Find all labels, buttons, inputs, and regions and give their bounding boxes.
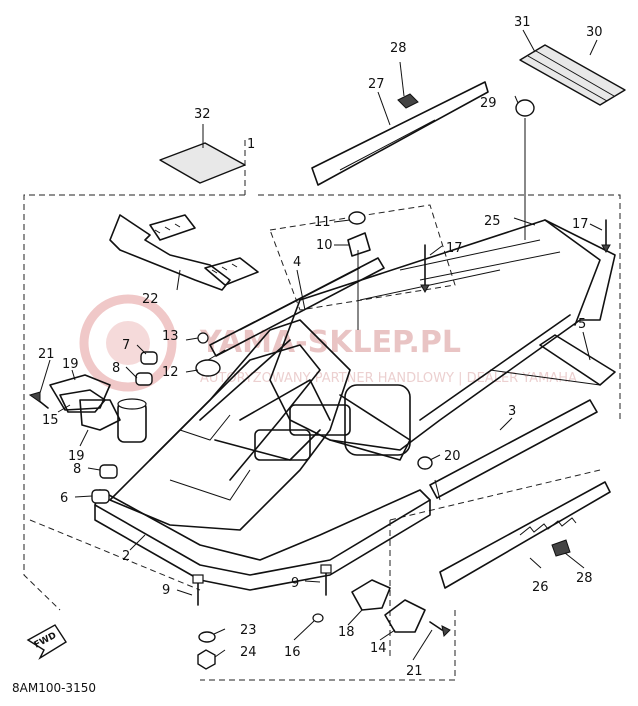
- upper-decal-strip: [311, 81, 489, 186]
- label-17-mid: 17: [446, 241, 463, 256]
- handlebar-pole: [109, 214, 259, 291]
- label-19-lower: 19: [68, 449, 85, 464]
- lower-rail: [94, 489, 431, 591]
- footrest-pads: [519, 44, 626, 106]
- bushing-upper: [140, 351, 158, 365]
- label-12: 12: [162, 365, 179, 380]
- nut-24: [197, 649, 216, 670]
- label-9-right: 9: [291, 576, 299, 591]
- nut: [197, 332, 209, 344]
- label-17-right: 17: [572, 217, 589, 232]
- label-1: 1: [247, 137, 255, 152]
- steering-mount: [49, 374, 147, 443]
- mount-plate-18: [351, 579, 391, 611]
- label-28-upper: 28: [390, 41, 407, 56]
- cap-20: [417, 456, 433, 470]
- forward-arrow: FWD: [26, 624, 67, 660]
- label-15: 15: [42, 413, 59, 428]
- bolt-21-left: [28, 391, 49, 409]
- label-3: 3: [508, 404, 516, 419]
- decal-pad: [159, 142, 246, 184]
- label-25: 25: [484, 214, 501, 229]
- clip-upper: [397, 61, 419, 109]
- bushing-6: [91, 489, 110, 504]
- bolt-21-right: [429, 621, 451, 638]
- label-29: 29: [480, 96, 497, 111]
- leader-lines: [39, 29, 603, 661]
- label-28-lower: 28: [576, 571, 593, 586]
- label-19-upper: 19: [62, 357, 79, 372]
- washer: [198, 631, 216, 643]
- pivot-mount: [195, 349, 226, 377]
- bolt-17-mid: [420, 244, 430, 294]
- label-14: 14: [370, 641, 387, 656]
- part-labels: 1 2 3 4 5 6 7 8 8 9 9 10 11 12 13 14 15 …: [38, 15, 603, 679]
- label-5: 5: [578, 317, 586, 332]
- mount-plate-14: [384, 599, 426, 633]
- upper-rail-left: [209, 257, 385, 357]
- bolt-9-left: [192, 574, 204, 606]
- label-31: 31: [514, 15, 531, 30]
- label-26: 26: [532, 580, 549, 595]
- watermark: YAMA-SKLEP.PL AUTORYZOWANY PARTNER HANDL…: [79, 294, 577, 392]
- plug-16: [312, 613, 324, 623]
- label-13: 13: [162, 329, 179, 344]
- label-4: 4: [293, 255, 301, 270]
- bolt-17-right: [601, 219, 611, 254]
- clip-lower: [551, 539, 571, 557]
- label-22: 22: [142, 292, 159, 307]
- label-10: 10: [316, 238, 333, 253]
- label-30: 30: [586, 25, 603, 40]
- label-2: 2: [122, 549, 130, 564]
- label-8-lower: 8: [73, 462, 81, 477]
- label-32: 32: [194, 107, 211, 122]
- label-21-left: 21: [38, 347, 55, 362]
- bushing-lower: [135, 372, 153, 386]
- post-bracket: [347, 211, 371, 330]
- label-7: 7: [122, 338, 130, 353]
- label-6: 6: [60, 491, 68, 506]
- hull-body: [269, 219, 616, 461]
- rail-section: [489, 334, 616, 386]
- label-21-right: 21: [406, 664, 423, 679]
- label-16: 16: [284, 645, 301, 660]
- diagram-code: 8AM100-3150: [12, 681, 96, 695]
- label-24: 24: [240, 645, 257, 660]
- label-9-left: 9: [162, 583, 170, 598]
- assembly-boundaries: [23, 140, 621, 681]
- bushing-8-lower: [99, 464, 118, 479]
- label-18: 18: [338, 625, 355, 640]
- label-8-upper: 8: [112, 361, 120, 376]
- rubber-plug: [515, 99, 535, 240]
- label-23: 23: [240, 623, 257, 638]
- label-20: 20: [444, 449, 461, 464]
- watermark-subtitle: AUTORYZOWANY PARTNER HANDLOWY | DEALER Y…: [200, 371, 577, 386]
- main-frame: [109, 319, 351, 531]
- bolt-9-right: [320, 564, 332, 596]
- label-27: 27: [368, 77, 385, 92]
- lower-decal-strip: [439, 481, 611, 589]
- label-11: 11: [314, 215, 331, 230]
- side-rail-right: [429, 399, 598, 501]
